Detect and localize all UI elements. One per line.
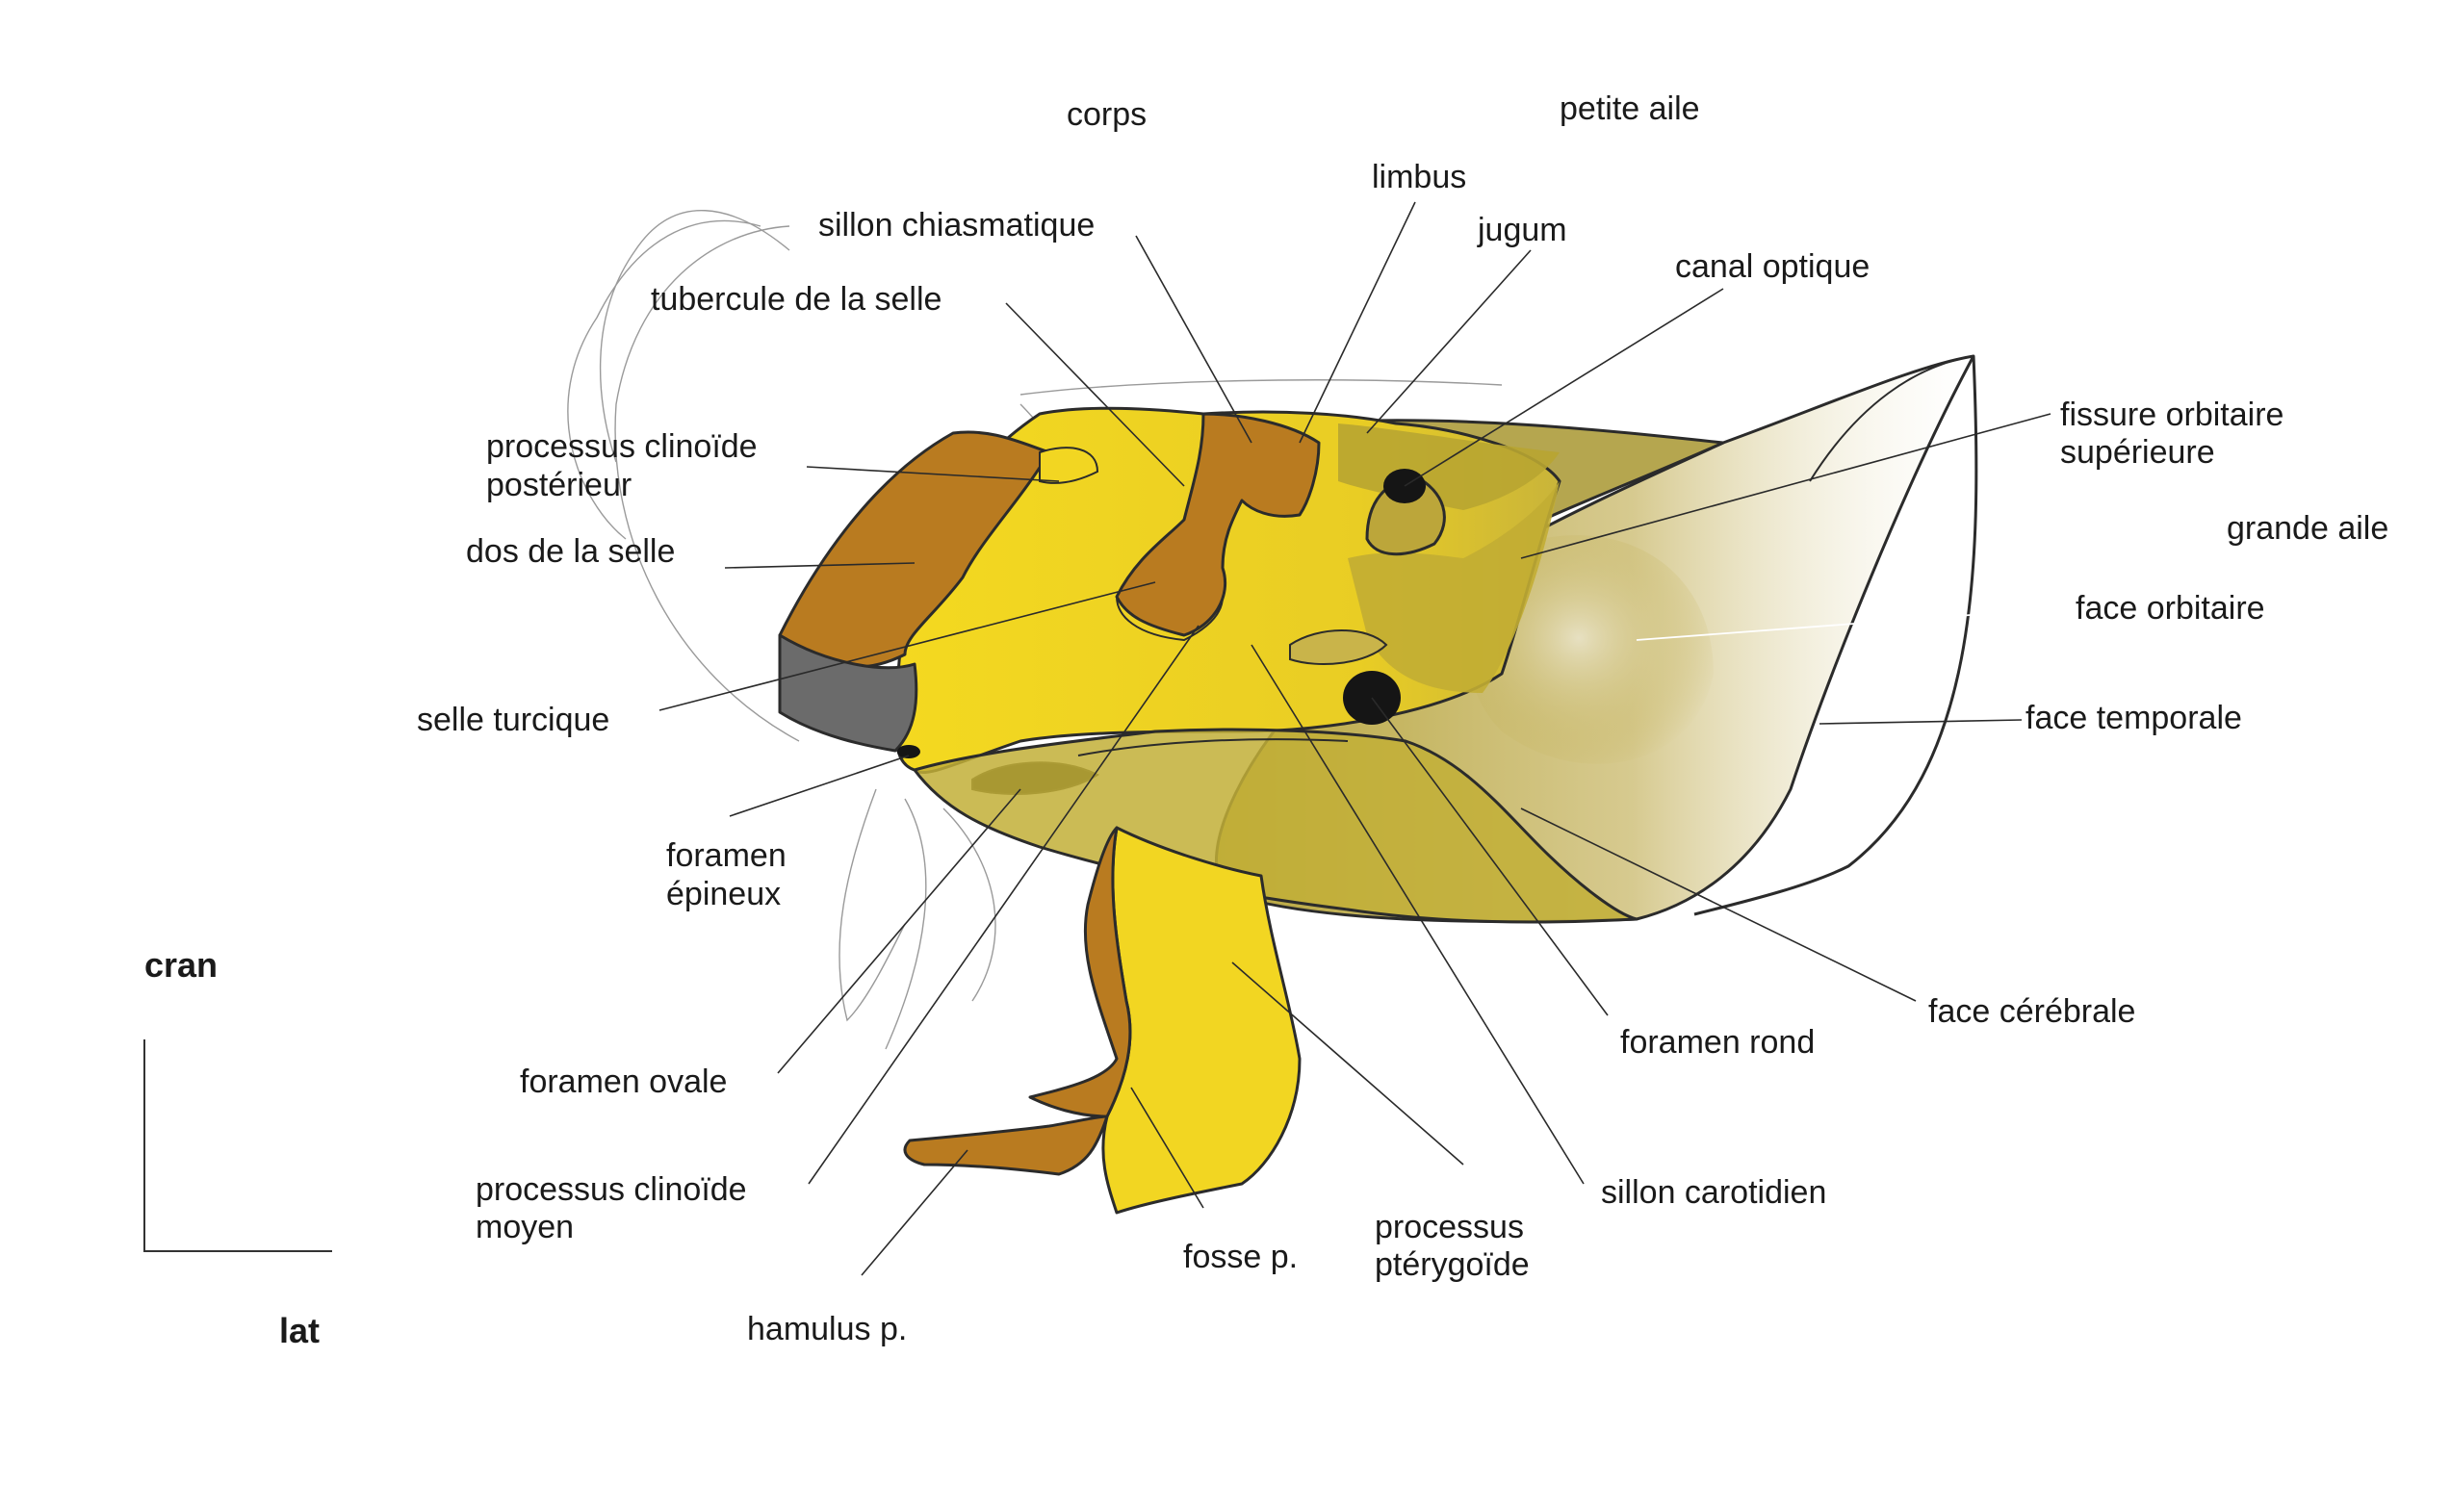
label-processus-pterygoide-1: processus	[1375, 1209, 1524, 1245]
label-face-orbitaire: face orbitaire	[2076, 590, 2265, 627]
label-fosse-p: fosse p.	[1183, 1239, 1298, 1275]
label-petite-aile: petite aile	[1560, 90, 1700, 127]
label-corps: corps	[1067, 96, 1147, 133]
label-sillon-chiasmatique: sillon chiasmatique	[818, 207, 1095, 243]
label-proc-clinoide-moy-1: processus clinoïde	[476, 1171, 747, 1208]
label-selle-turcique: selle turcique	[417, 702, 609, 738]
label-foramen-epineux-1: foramen	[666, 837, 787, 874]
label-fissure-orb-sup-1: fissure orbitaire	[2060, 397, 2283, 433]
label-jugum: jugum	[1477, 212, 1567, 248]
label-hamulus-p: hamulus p.	[747, 1311, 907, 1347]
label-processus-pterygoide-2: ptérygoïde	[1375, 1246, 1530, 1283]
label-grande-aile: grande aile	[2227, 510, 2388, 547]
label-proc-clinoide-post-2: postérieur	[486, 467, 632, 503]
foramen-epineux-hole	[897, 745, 920, 758]
label-face-cerebrale: face cérébrale	[1928, 993, 2135, 1030]
axis-label-lat: lat	[279, 1311, 320, 1350]
label-dos-selle: dos de la selle	[466, 533, 675, 570]
label-face-temporale: face temporale	[2025, 700, 2242, 736]
label-foramen-epineux-2: épineux	[666, 876, 781, 912]
label-foramen-rond: foramen rond	[1620, 1024, 1815, 1061]
label-foramen-ovale: foramen ovale	[520, 1064, 727, 1100]
axis-label-cran: cran	[144, 945, 218, 985]
label-canal-optique: canal optique	[1675, 248, 1870, 285]
orientation-axes: cran lat	[144, 945, 332, 1350]
label-sillon-carotidien: sillon carotidien	[1601, 1174, 1826, 1211]
label-proc-clinoide-post-1: processus clinoïde	[486, 428, 758, 465]
label-limbus: limbus	[1372, 159, 1466, 195]
label-proc-clinoide-moy-2: moyen	[476, 1209, 574, 1245]
label-tubercule-selle: tubercule de la selle	[651, 281, 942, 318]
label-fissure-orb-sup-2: supérieure	[2060, 434, 2215, 471]
